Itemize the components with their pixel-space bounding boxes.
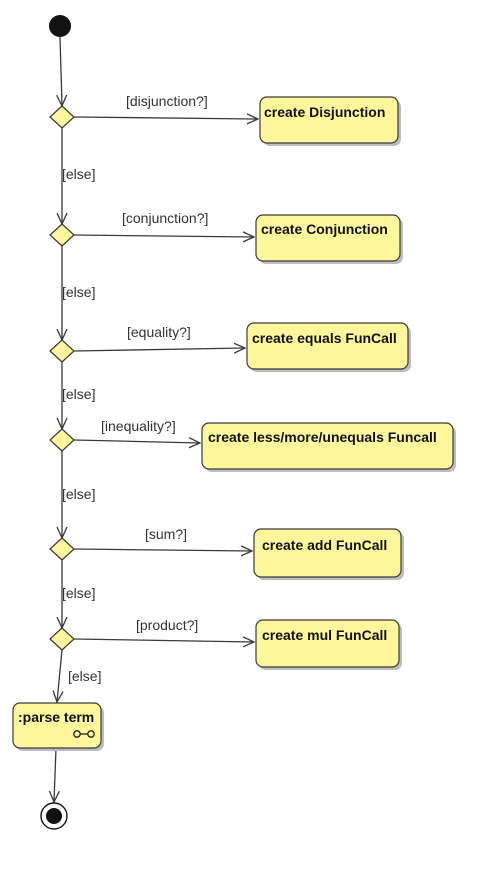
action-label-4: create less/more/unequals Funcall (208, 429, 437, 445)
initial-node[interactable] (49, 15, 71, 37)
else-label-2: [else] (62, 284, 95, 300)
guard-label-4: [inequality?] (101, 418, 176, 434)
flow-edge-else-6 (57, 649, 62, 702)
action-label-6: create mul FunCall (262, 627, 387, 643)
action-create-add-funcall[interactable] (253, 528, 402, 578)
else-label-6: [else] (68, 668, 101, 684)
rake-icon (73, 730, 95, 738)
action-label-2: create Conjunction (261, 221, 388, 237)
else-label-1: [else] (62, 166, 95, 182)
flow-edge-start-to-decision-1 (60, 36, 62, 106)
decision-node-4[interactable] (49, 428, 75, 452)
action-label-1: create Disjunction (264, 104, 385, 120)
flow-edge-guard-4 (73, 440, 200, 443)
flow-edge-guard-6 (73, 639, 254, 642)
action-label-3: create equals FunCall (252, 330, 397, 346)
action-create-inequality-funcall[interactable] (201, 422, 454, 470)
guard-label-6: [product?] (136, 617, 198, 633)
guard-label-2: [conjunction?] (122, 210, 208, 226)
guard-label-5: [sum?] (145, 526, 187, 542)
decision-node-2[interactable] (49, 223, 75, 247)
decision-node-1[interactable] (49, 105, 75, 129)
action-create-disjunction[interactable] (259, 96, 399, 144)
action-create-conjunction[interactable] (255, 214, 401, 262)
decision-node-6[interactable] (49, 627, 75, 651)
action-create-equals-funcall[interactable] (246, 322, 409, 370)
flow-edge-guard-2 (73, 235, 254, 237)
guard-label-3: [equality?] (127, 324, 191, 340)
else-label-5: [else] (62, 585, 95, 601)
action-create-mul-funcall[interactable] (255, 619, 400, 668)
parse-term-label: :parse term (18, 709, 94, 725)
flow-edge-guard-1 (73, 117, 258, 119)
final-node-core (46, 808, 62, 824)
else-label-4: [else] (62, 486, 95, 502)
decision-node-3[interactable] (49, 339, 75, 363)
else-label-3: [else] (62, 386, 95, 402)
flow-edge-parse-to-end (54, 747, 56, 802)
decision-node-5[interactable] (49, 537, 75, 561)
flow-edge-guard-3 (73, 348, 245, 351)
flow-edge-guard-5 (73, 549, 252, 551)
action-label-5: create add FunCall (262, 537, 387, 553)
guard-label-1: [disjunction?] (126, 93, 208, 109)
